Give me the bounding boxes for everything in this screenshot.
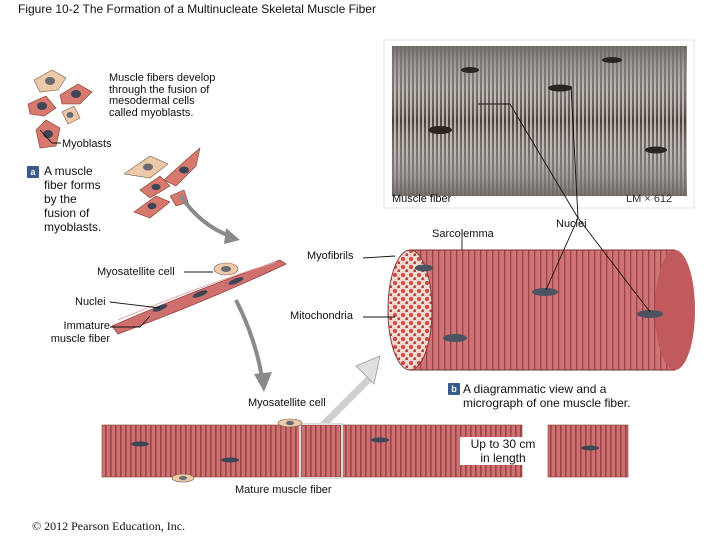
fusion-caption-line: through the fusion of: [109, 83, 210, 96]
panel-a-caption-line: fusion of: [44, 206, 90, 220]
fusion-caption-line: called myoblasts.: [109, 106, 194, 119]
panel-b-caption-line: A diagrammatic view and a: [463, 382, 607, 396]
myoblast-cluster: [27, 69, 93, 149]
immature-label-line: muscle fiber: [50, 333, 110, 345]
fiber-cross-section: [387, 249, 695, 371]
panel-a-caption-line: by the: [44, 192, 77, 206]
myosatellite-cell-label-top: Myosatellite cell: [97, 266, 175, 278]
panel-a-badge: a: [27, 166, 39, 178]
panel-a-caption-line: A muscle: [44, 164, 93, 178]
nuclei-label-right: Nuclei: [556, 218, 587, 230]
myoblasts-label: Myoblasts: [62, 138, 112, 150]
mature-muscle-fiber: [101, 418, 629, 483]
panel-b-caption: A diagrammatic view and a micrograph of …: [463, 382, 630, 410]
myofibrils-label: Myofibrils: [307, 250, 354, 262]
fusing-myoblasts: [123, 147, 201, 219]
fusion-caption-line: Muscle fibers develop: [109, 72, 216, 84]
length-note-line: Up to 30 cm: [470, 437, 536, 451]
panel-a-caption: A muscle fiber forms by the fusion of my…: [44, 164, 101, 234]
nuclei-label-left: Nuclei: [75, 296, 106, 308]
panel-a-caption-line: fiber forms: [44, 178, 101, 192]
micrograph: [383, 39, 695, 209]
length-note-line: in length: [480, 451, 526, 465]
fusion-caption-line: mesodermal cells: [109, 95, 195, 107]
immature-muscle-fiber-label: Immature muscle fiber: [40, 320, 110, 346]
process-arrows: [178, 193, 381, 431]
mature-muscle-fiber-label: Mature muscle fiber: [235, 484, 332, 496]
fusion-caption: Muscle fibers develop through the fusion…: [109, 72, 216, 119]
sarcolemma-label: Sarcolemma: [432, 228, 494, 240]
figure-title: Figure 10-2 The Formation of a Multinucl…: [18, 2, 376, 16]
panel-a-caption-line: myoblasts.: [44, 220, 102, 234]
panel-b-caption-line: micrograph of one muscle fiber.: [463, 396, 631, 410]
immature-muscle-fiber: [111, 259, 287, 335]
mitochondria-label: Mitochondria: [290, 310, 353, 322]
myosatellite-cell-label-bottom: Myosatellite cell: [248, 397, 326, 409]
length-note: Up to 30 cm in length: [460, 437, 546, 465]
immature-label-line: Immature: [63, 320, 110, 332]
magnification-label: LM × 612: [626, 193, 673, 205]
panel-b-badge: b: [448, 383, 460, 395]
leader-lines: [39, 85, 651, 328]
copyright-notice: © 2012 Pearson Education, Inc.: [32, 519, 186, 533]
muscle-fiber-label: Muscle fiber: [392, 193, 452, 205]
